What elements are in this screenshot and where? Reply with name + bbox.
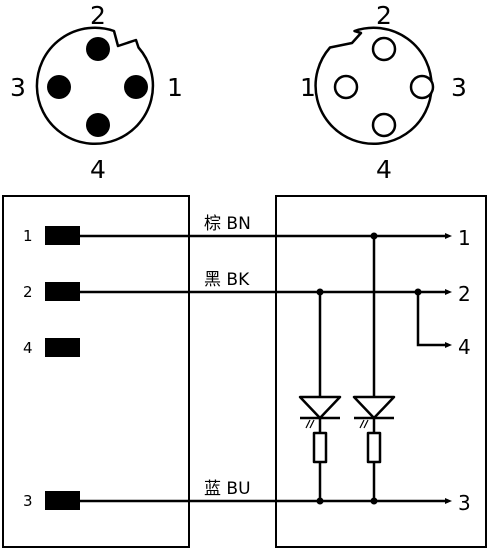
female-pin-3: [409, 74, 435, 100]
left-pin-label-2: 2: [23, 283, 33, 301]
left-pin-block-3: [45, 491, 80, 510]
male-pin-4: [86, 113, 110, 137]
led-1: [298, 395, 342, 464]
wire-label-brown: 棕 BN: [204, 214, 251, 234]
junction-dot: [370, 232, 378, 240]
junction-dot: [316, 497, 324, 505]
male-pin-2: [86, 37, 110, 61]
male-label-bottom: 4: [90, 155, 106, 184]
terminal-arrow-icon: [445, 289, 452, 295]
female-pin-2: [371, 36, 397, 62]
terminal-arrow-icon: [445, 342, 452, 348]
right-terminal-label-4: 4: [458, 335, 471, 359]
wire-label-black: 黑 BK: [204, 270, 250, 290]
male-label-top: 2: [90, 1, 106, 30]
left-pin-block-2: [45, 282, 80, 301]
led-2-resistor-icon: [366, 431, 382, 464]
male-pin-1: [124, 75, 148, 99]
terminal-arrow-icon: [445, 498, 452, 504]
female-label-bottom: 4: [376, 155, 392, 184]
led-1-emit-arrow-icon: [305, 419, 315, 429]
female-connector: 2 1 3 4: [300, 1, 467, 184]
led-1-resistor-icon: [312, 431, 328, 464]
right-terminal-label-1: 1: [458, 226, 471, 250]
left-box: [2, 195, 190, 548]
led-2: [352, 395, 396, 464]
terminal-arrow-icon: [445, 233, 452, 239]
led-2-emit-arrow-icon: [359, 419, 369, 429]
right-terminal-label-2: 2: [458, 282, 471, 306]
male-connector-ring: [35, 26, 155, 146]
terminals: [445, 233, 452, 504]
wire-label-blue: 蓝 BU: [204, 479, 251, 499]
junction-dot: [414, 288, 422, 296]
junction-dot: [370, 497, 378, 505]
wires: [80, 234, 445, 503]
left-pin-label-4: 4: [23, 339, 33, 357]
junction-dot: [316, 288, 324, 296]
female-pin-1: [333, 74, 359, 100]
left-pin-block-1: [45, 226, 80, 245]
left-pin-label-3: 3: [23, 492, 33, 510]
male-connector: 2 3 1 4: [10, 1, 183, 184]
left-pin-label-1: 1: [23, 227, 33, 245]
male-pin-3: [47, 75, 71, 99]
left-pin-block-4: [45, 338, 80, 357]
led-2-diode-icon: [352, 395, 396, 420]
female-label-top: 2: [376, 1, 392, 30]
wire-jumper-2-4: [416, 292, 445, 347]
right-terminal-label-3: 3: [458, 491, 471, 515]
led-1-diode-icon: [298, 395, 342, 420]
female-connector-ring: [314, 26, 433, 146]
female-label-left: 1: [300, 73, 316, 102]
right-box: [275, 195, 487, 548]
male-label-left: 3: [10, 73, 26, 102]
female-label-right: 3: [451, 73, 467, 102]
male-label-right: 1: [167, 73, 183, 102]
female-pin-4: [371, 112, 397, 138]
